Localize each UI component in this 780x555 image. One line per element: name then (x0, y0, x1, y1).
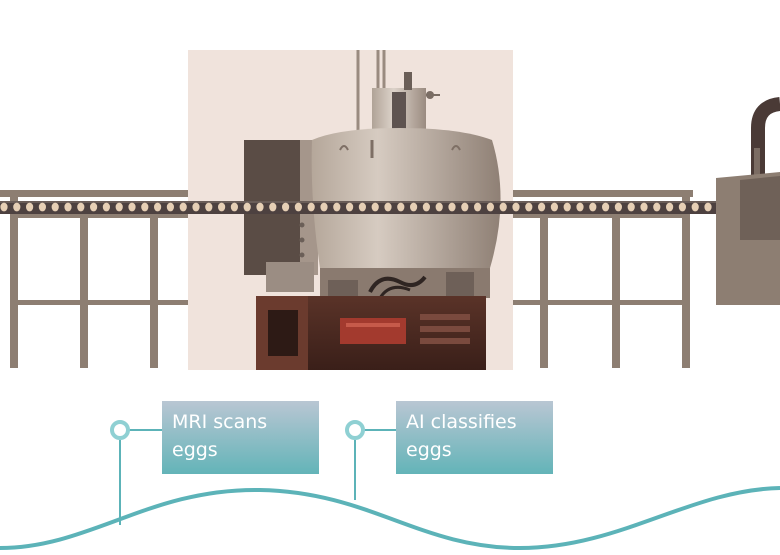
egg-icon (294, 202, 302, 212)
egg-icon (525, 202, 533, 212)
step-label-ai-line2: eggs (406, 439, 452, 461)
egg-icon (26, 202, 34, 212)
step-connector-2 (345, 420, 396, 500)
egg-icon (666, 202, 674, 212)
egg-icon (627, 202, 635, 212)
egg-icon (397, 202, 405, 212)
egg-icon (333, 202, 341, 212)
egg-icon (64, 202, 72, 212)
egg-icon (422, 202, 430, 212)
egg-icon (205, 202, 213, 212)
egg-icon (550, 202, 559, 212)
egg-icon (141, 202, 149, 212)
step-label-ai-line1: AI classifies (406, 411, 517, 433)
egg-icon (678, 202, 687, 212)
egg-icon (0, 202, 8, 212)
step-label-mri: MRI scans eggs (162, 401, 319, 474)
egg-icon (282, 202, 290, 212)
timeline-wave (0, 486, 780, 551)
mri-base (256, 296, 486, 370)
step-label-mri-line1: MRI scans (172, 411, 268, 433)
mri-machine-icon (299, 128, 501, 268)
egg-icon (538, 202, 546, 212)
egg-icon (614, 202, 623, 212)
egg-icon (77, 202, 85, 212)
egg-icon (358, 202, 366, 212)
egg-icon (13, 202, 21, 212)
egg-icon (410, 202, 418, 212)
mri-mechanism (266, 262, 490, 299)
egg-icon (90, 202, 98, 212)
left-conveyor-frame (0, 190, 190, 368)
egg-icon (166, 202, 174, 212)
egg-icon (461, 202, 469, 212)
egg-icon (243, 202, 251, 212)
egg-icon (154, 202, 162, 212)
egg-icon (115, 202, 123, 212)
egg-icon (602, 202, 610, 212)
egg-icon (102, 202, 110, 212)
egg-icon (38, 202, 47, 212)
mri-pipes (356, 50, 386, 140)
step-label-mri-line2: eggs (172, 439, 218, 461)
egg-icon (704, 202, 712, 212)
egg-icon (691, 202, 699, 212)
egg-icon (371, 202, 379, 212)
egg-icon (51, 202, 59, 212)
egg-icon (576, 202, 584, 212)
step-box-1 (162, 401, 319, 474)
egg-icon (640, 202, 648, 212)
egg-icon (256, 202, 264, 212)
egg-icon (563, 202, 571, 212)
sorting-machine-icon (716, 97, 780, 305)
egg-icon (474, 202, 482, 212)
egg-icon (499, 202, 507, 212)
egg-row (0, 202, 776, 212)
right-conveyor-frame (513, 190, 693, 368)
step-connector-1 (110, 420, 162, 525)
egg-icon (179, 202, 187, 212)
egg-icon (230, 202, 238, 212)
egg-icon (192, 202, 200, 212)
egg-icon (307, 202, 315, 212)
egg-icon (218, 202, 226, 212)
egg-icon (486, 202, 494, 212)
egg-icon (653, 202, 661, 212)
step-box-2 (396, 401, 553, 474)
egg-icon (589, 202, 597, 212)
egg-icon (435, 202, 443, 212)
egg-icon (448, 202, 456, 212)
egg-icon (128, 202, 136, 212)
egg-icon (512, 202, 520, 212)
egg-icon (346, 202, 354, 212)
egg-icon (384, 202, 392, 212)
egg-icon (269, 202, 277, 212)
egg-icon (320, 202, 328, 212)
step-label-ai: AI classifies eggs (396, 401, 553, 474)
